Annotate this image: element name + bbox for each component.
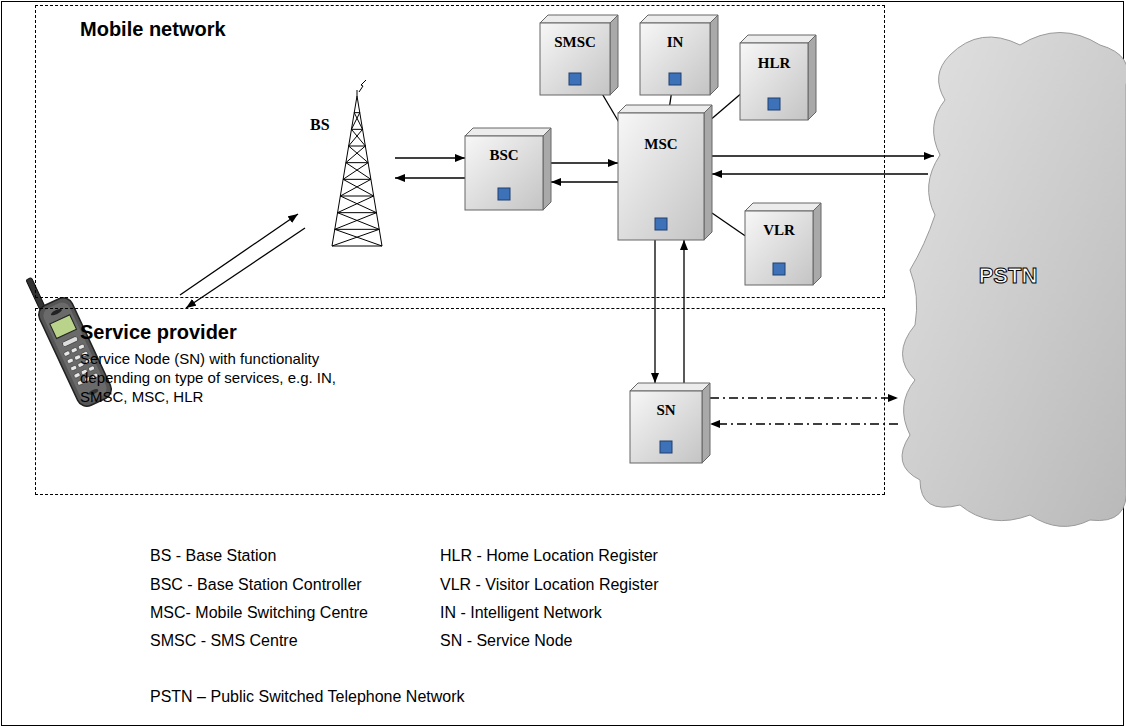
connector — [654, 240, 655, 383]
cabinet-outline — [618, 105, 712, 240]
connector — [551, 162, 618, 163]
connector — [712, 95, 740, 119]
cabinet-outline — [740, 35, 816, 120]
abbreviation-label: IN - Intelligent Network — [440, 604, 602, 622]
abbreviation-label: VLR - Visitor Location Register — [440, 576, 658, 594]
connector — [710, 397, 898, 398]
node-label: Service provider — [80, 321, 884, 344]
radio-link-arrow — [186, 228, 305, 308]
connector — [395, 157, 465, 158]
abbreviation-label: SN - Service Node — [440, 632, 573, 650]
node-label: BS — [310, 116, 330, 134]
cabinet-outline — [640, 15, 718, 95]
connector — [395, 177, 465, 178]
node-label: PSTN — [979, 263, 1038, 289]
cabinet-outline — [630, 383, 710, 463]
node-description: Service Node (SN) with functionality dep… — [80, 350, 380, 406]
network-cloud: PSTN — [860, 25, 1126, 525]
node-label: SMSC — [554, 34, 596, 51]
equipment-cabinet: HLR — [740, 35, 816, 120]
network-region: Service providerService Node (SN) with f… — [35, 308, 885, 495]
cabinet-outline — [465, 128, 551, 210]
equipment-cabinet: SN — [630, 383, 710, 463]
equipment-cabinet: VLR — [745, 203, 821, 285]
abbreviation-label: MSC- Mobile Switching Centre — [150, 604, 368, 622]
connector — [712, 173, 928, 174]
connector — [670, 95, 672, 105]
connector — [551, 181, 618, 182]
node-label: IN — [667, 34, 684, 51]
connector — [712, 213, 745, 236]
abbreviation-label: BSC - Base Station Controller — [150, 576, 362, 594]
node-label: VLR — [763, 222, 795, 239]
node-label: HLR — [758, 55, 791, 72]
connector — [712, 155, 934, 156]
equipment-cabinet: SMSC — [540, 15, 618, 95]
node-label: Mobile network — [80, 18, 884, 41]
abbreviation-label: BS - Base Station — [150, 547, 276, 565]
network-region: Mobile networkSMSC IN BS HLR BSC MSC VLR — [35, 5, 885, 298]
connector — [683, 240, 684, 383]
abbreviation-label: SMSC - SMS Centre — [150, 632, 298, 650]
node-label: BSC — [489, 147, 518, 164]
equipment-cabinet: IN — [640, 15, 718, 95]
equipment-cabinet: BSC — [465, 128, 551, 210]
radio-link-arrow — [180, 214, 298, 295]
cabinet-outline — [540, 15, 618, 95]
base-station-tower: BS — [300, 80, 395, 250]
cabinet-outline — [745, 203, 821, 285]
abbreviation-label: PSTN – Public Switched Telephone Network — [150, 688, 465, 706]
node-label: MSC — [644, 136, 677, 153]
connector — [710, 423, 898, 424]
node-label: SN — [656, 402, 675, 419]
abbreviation-label: HLR - Home Location Register — [440, 547, 658, 565]
equipment-cabinet: MSC — [618, 105, 712, 240]
tower-outline — [300, 80, 395, 250]
